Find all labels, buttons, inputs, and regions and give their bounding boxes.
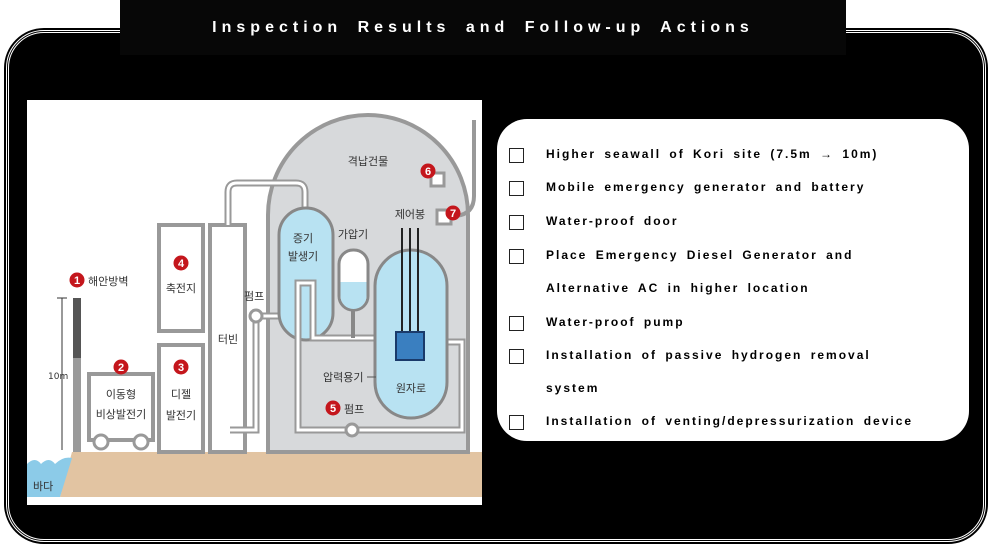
badge-4-number: 4: [178, 258, 185, 270]
follow-up-checklist: Higher seawall of Kori site (7.5m → 10m)…: [497, 119, 969, 441]
checklist-item: Higher seawall of Kori site (7.5m → 10m): [509, 147, 878, 171]
checklist-item: Installation of venting/depressurization…: [509, 414, 913, 438]
checklist-item-text: Higher seawall of Kori site (7.5m → 10m): [546, 147, 879, 161]
primary-pump: [344, 422, 360, 438]
containment-label: 격납건물: [348, 155, 388, 168]
checkbox[interactable]: [509, 215, 524, 230]
hydrogen-removal-box: [429, 171, 446, 188]
checklist-item-text: Water-proof pump: [546, 315, 685, 329]
badge-7: [445, 205, 461, 221]
checklist-item-text: Alternative AC in higher location: [546, 281, 810, 295]
pressure-vessel-label: 압력용기: [323, 371, 363, 384]
wheel-icon: [132, 433, 150, 451]
seawall: [73, 298, 81, 452]
primary-pump-label: 펌프: [344, 403, 364, 416]
steam-generator-label: 증기: [293, 232, 313, 245]
control-rods-label: 제어봉: [395, 208, 425, 221]
slide-title: Inspection Results and Follow-up Actions: [212, 18, 754, 36]
checklist-item-text: Installation of passive hydrogen removal: [546, 348, 871, 362]
secondary-pump-label: 펌프: [244, 290, 264, 303]
secondary-pump: [248, 308, 264, 324]
checklist-item: Mobile emergency generator and battery: [509, 180, 865, 204]
reactor-label: 원자로: [396, 382, 426, 395]
pressurizer-water: [340, 282, 367, 309]
checklist-item-text: Place Emergency Diesel Generator and: [546, 248, 854, 262]
checklist-item-text: system: [546, 381, 600, 395]
checkbox[interactable]: [509, 148, 524, 163]
checkbox[interactable]: [509, 415, 524, 430]
checkbox[interactable]: [509, 249, 524, 264]
steam-generator: [277, 206, 335, 342]
battery-label: 축전지: [166, 282, 196, 295]
height-label: 10m: [48, 372, 68, 382]
steam-generator-label: 발생기: [288, 250, 318, 263]
badge-2: [113, 359, 129, 375]
checkbox[interactable]: [509, 316, 524, 331]
checklist-item-text: Water-proof door: [546, 214, 679, 228]
badge-7-number: 7: [450, 208, 456, 220]
mobile-generator-label: 비상발전기: [96, 408, 147, 421]
badge-4: [173, 255, 189, 271]
sea: [27, 457, 72, 497]
badge-3: [173, 359, 189, 375]
reactor-core: [395, 331, 425, 361]
feedwater-pipe-inner: [230, 314, 280, 432]
checkbox[interactable]: [509, 349, 524, 364]
badge-6: [420, 163, 436, 179]
checklist-item-text: Installation of venting/depressurization…: [546, 414, 914, 428]
checklist-item-text: Mobile emergency generator and battery: [546, 180, 866, 194]
mobile-generator-label: 이동형: [106, 388, 136, 401]
diesel-generator-label: 디젤: [171, 388, 191, 401]
checklist-item: Water-proof pump: [509, 315, 685, 339]
badge-6-number: 6: [425, 166, 431, 178]
ground: [60, 452, 482, 497]
mobile-generator: [87, 372, 155, 442]
seawall-label: 해안방벽: [88, 274, 128, 288]
checklist-item: Installation of passive hydrogen removal…: [509, 348, 871, 405]
checklist-item: Water-proof door: [509, 214, 679, 238]
turbine-label: 터빈: [218, 333, 238, 346]
wheel-icon: [92, 433, 110, 451]
battery-room: [157, 223, 205, 333]
badge-5: [325, 400, 341, 416]
badge-1-number: 1: [74, 275, 80, 287]
seawall-extension: [73, 298, 81, 358]
badge-1: [69, 272, 85, 288]
badge-2-number: 2: [118, 362, 124, 374]
badge-3-number: 3: [178, 362, 184, 374]
nuclear-plant-diagram: 바다 10m 1 해안방벽 2 이동형 비상발전기 4 축전지 3 디젤 발전기…: [27, 100, 482, 505]
sea-label: 바다: [33, 480, 53, 493]
primary-loop-inner: [296, 281, 464, 432]
steam-pipe-inner: [226, 181, 307, 225]
badge-5-number: 5: [330, 403, 336, 415]
title-bar: Inspection Results and Follow-up Actions: [120, 0, 846, 55]
diesel-generator-label: 발전기: [166, 409, 196, 422]
checkbox[interactable]: [509, 181, 524, 196]
diagram-svg: 바다 10m 1 해안방벽 2 이동형 비상발전기 4 축전지 3 디젤 발전기…: [27, 113, 482, 497]
pressurizer-label: 가압기: [338, 228, 368, 241]
